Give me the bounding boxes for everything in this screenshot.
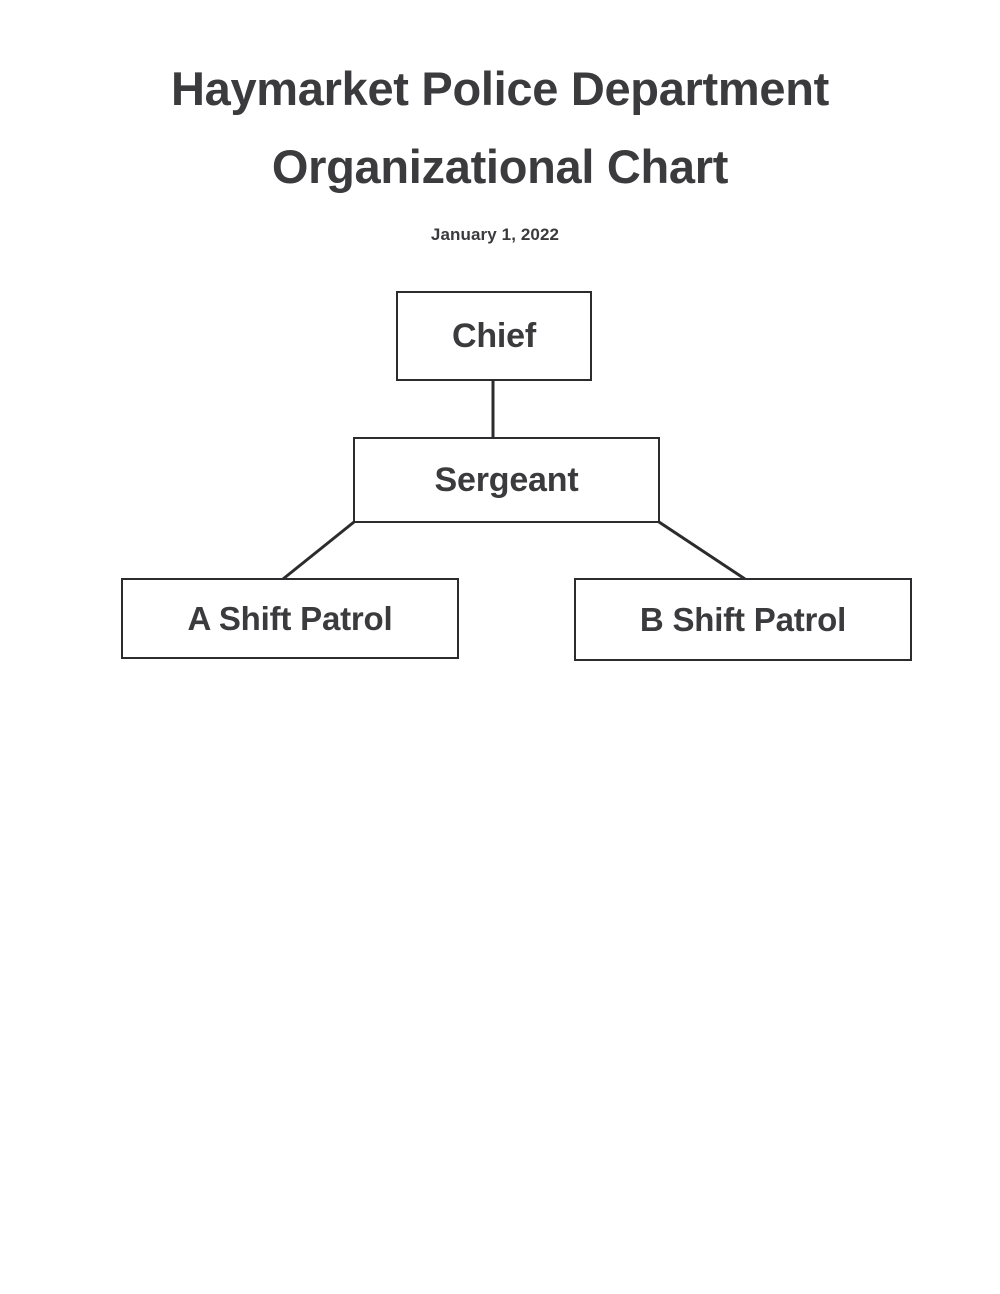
org-node-a-shift-patrol[interactable]: A Shift Patrol (121, 578, 459, 659)
connector-sergeant-to-b-shift (658, 520, 746, 581)
page-title: Haymarket Police Department Organization… (0, 50, 1000, 206)
title-line-2: Organizational Chart (271, 140, 729, 193)
title-line-1: Haymarket Police Department (170, 62, 829, 115)
org-node-a-shift-patrol-label: A Shift Patrol (187, 600, 393, 637)
connector-sergeant-to-a-shift (282, 520, 355, 581)
org-node-sergeant-label: Sergeant (434, 461, 579, 499)
effective-date: January 1, 2022 (430, 225, 560, 244)
org-node-chief[interactable]: Chief (396, 291, 592, 381)
org-node-b-shift-patrol[interactable]: B Shift Patrol (574, 578, 912, 661)
org-node-b-shift-patrol-label: B Shift Patrol (639, 601, 847, 638)
org-node-sergeant[interactable]: Sergeant (353, 437, 660, 523)
org-node-chief-label: Chief (451, 317, 536, 355)
